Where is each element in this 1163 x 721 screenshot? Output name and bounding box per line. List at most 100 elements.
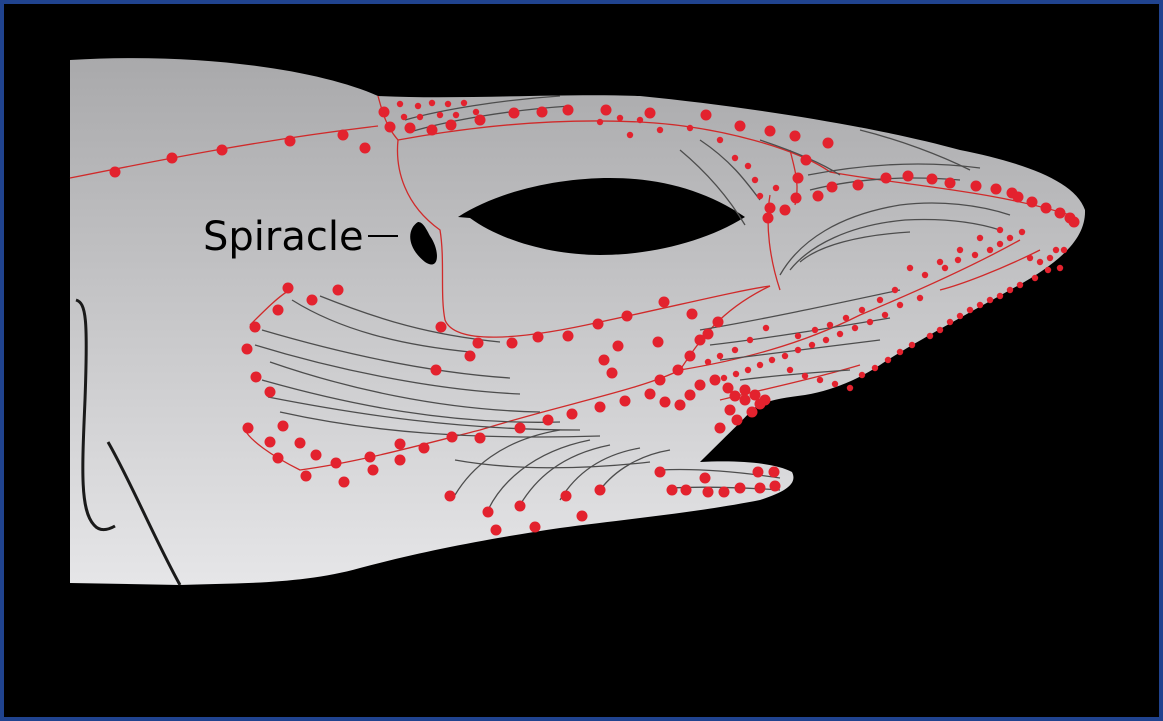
ampulla-dot (273, 305, 284, 316)
ampulla-dot (645, 108, 656, 119)
ampulla-dot (595, 485, 606, 496)
ampulla-dot-small (757, 193, 763, 199)
ampulla-dot-small (461, 100, 467, 106)
ampulla-dot-small (1032, 275, 1038, 281)
ampulla-dot-small (812, 327, 818, 333)
ampulla-dot (730, 391, 741, 402)
ampulla-dot (338, 130, 349, 141)
ampulla-dot (593, 319, 604, 330)
ampulla-dot (167, 153, 178, 164)
ampulla-dot (780, 205, 791, 216)
ampulla-dot-small (745, 163, 751, 169)
ampulla-dot (853, 180, 864, 191)
ampulla-dot-small (437, 112, 443, 118)
ampulla-dot (1013, 192, 1024, 203)
ampulla-dot (760, 395, 771, 406)
ampulla-dot (563, 331, 574, 342)
ampulla-dot (295, 438, 306, 449)
ampulla-dot-small (909, 342, 915, 348)
ampulla-dot (655, 375, 666, 386)
ampulla-dot (561, 491, 572, 502)
ampulla-dot (753, 467, 764, 478)
ampulla-dot-small (859, 307, 865, 313)
ampulla-dot (765, 126, 776, 137)
ampulla-dot (763, 213, 774, 224)
ampulla-dot (685, 351, 696, 362)
ampulla-dot (881, 173, 892, 184)
ampulla-dot (427, 125, 438, 136)
ampulla-dot (577, 511, 588, 522)
ampulla-dot (307, 295, 318, 306)
ampulla-dot-small (1045, 267, 1051, 273)
shark-head-diagram: Spiracle (4, 4, 1159, 717)
ampulla-dot-small (892, 287, 898, 293)
ampulla-dot (667, 485, 678, 496)
ampulla-dot-small (867, 319, 873, 325)
ampulla-dot (750, 390, 761, 401)
ampulla-dot (251, 372, 262, 383)
ampulla-dot-small (997, 227, 1003, 233)
ampulla-dot-small (817, 377, 823, 383)
ampulla-dot (331, 458, 342, 469)
ampulla-dot-small (957, 247, 963, 253)
ampulla-dot (431, 365, 442, 376)
ampulla-dot-small (997, 293, 1003, 299)
ampulla-dot (715, 423, 726, 434)
ampulla-dot (719, 487, 730, 498)
ampulla-dot (1069, 217, 1080, 228)
ampulla-dot (685, 390, 696, 401)
ampulla-dot (971, 181, 982, 192)
ampulla-dot-small (827, 322, 833, 328)
ampulla-dot (563, 105, 574, 116)
ampulla-dot (368, 465, 379, 476)
ampulla-dot-small (1019, 229, 1025, 235)
shark-head-silhouette (70, 58, 1085, 585)
ampulla-dot-small (1037, 259, 1043, 265)
ampulla-dot (687, 309, 698, 320)
ampulla-dot-small (401, 114, 407, 120)
ampulla-dot (301, 471, 312, 482)
ampulla-dot (533, 332, 544, 343)
ampulla-dot (735, 483, 746, 494)
ampulla-dot (675, 400, 686, 411)
ampulla-dot-small (809, 342, 815, 348)
ampulla-dot (273, 453, 284, 464)
ampulla-dot (1041, 203, 1052, 214)
ampulla-dot (710, 375, 721, 386)
ampulla-dot (242, 344, 253, 355)
ampulla-dot (769, 467, 780, 478)
ampulla-dot-small (1047, 255, 1053, 261)
ampulla-dot (725, 405, 736, 416)
ampulla-dot (491, 525, 502, 536)
ampulla-dot (747, 407, 758, 418)
ampulla-dot (740, 395, 751, 406)
ampulla-dot-small (937, 259, 943, 265)
ampulla-dot (703, 487, 714, 498)
ampulla-dot (385, 122, 396, 133)
ampulla-dot (655, 467, 666, 478)
ampulla-dot-small (882, 312, 888, 318)
ampulla-dot-small (415, 103, 421, 109)
ampulla-dot-small (955, 257, 961, 263)
ampulla-dot (537, 107, 548, 118)
ampulla-dot (515, 501, 526, 512)
ampulla-dot-small (782, 353, 788, 359)
ampulla-dot (659, 297, 670, 308)
ampulla-dot (653, 337, 664, 348)
ampulla-dot-small (967, 307, 973, 313)
ampulla-dot-small (732, 155, 738, 161)
ampulla-dot (250, 322, 261, 333)
ampulla-dot-small (787, 367, 793, 373)
ampulla-dot (365, 452, 376, 463)
ampulla-dot-small (802, 373, 808, 379)
ampulla-dot (395, 455, 406, 466)
ampulla-dot (446, 120, 457, 131)
ampulla-dot-small (885, 357, 891, 363)
ampulla-dot-small (733, 371, 739, 377)
ampulla-dot-small (1027, 255, 1033, 261)
ampulla-dot (700, 473, 711, 484)
ampulla-dot (405, 123, 416, 134)
ampulla-dot (473, 338, 484, 349)
ampulla-dot-small (1017, 282, 1023, 288)
ampulla-dot (740, 385, 751, 396)
